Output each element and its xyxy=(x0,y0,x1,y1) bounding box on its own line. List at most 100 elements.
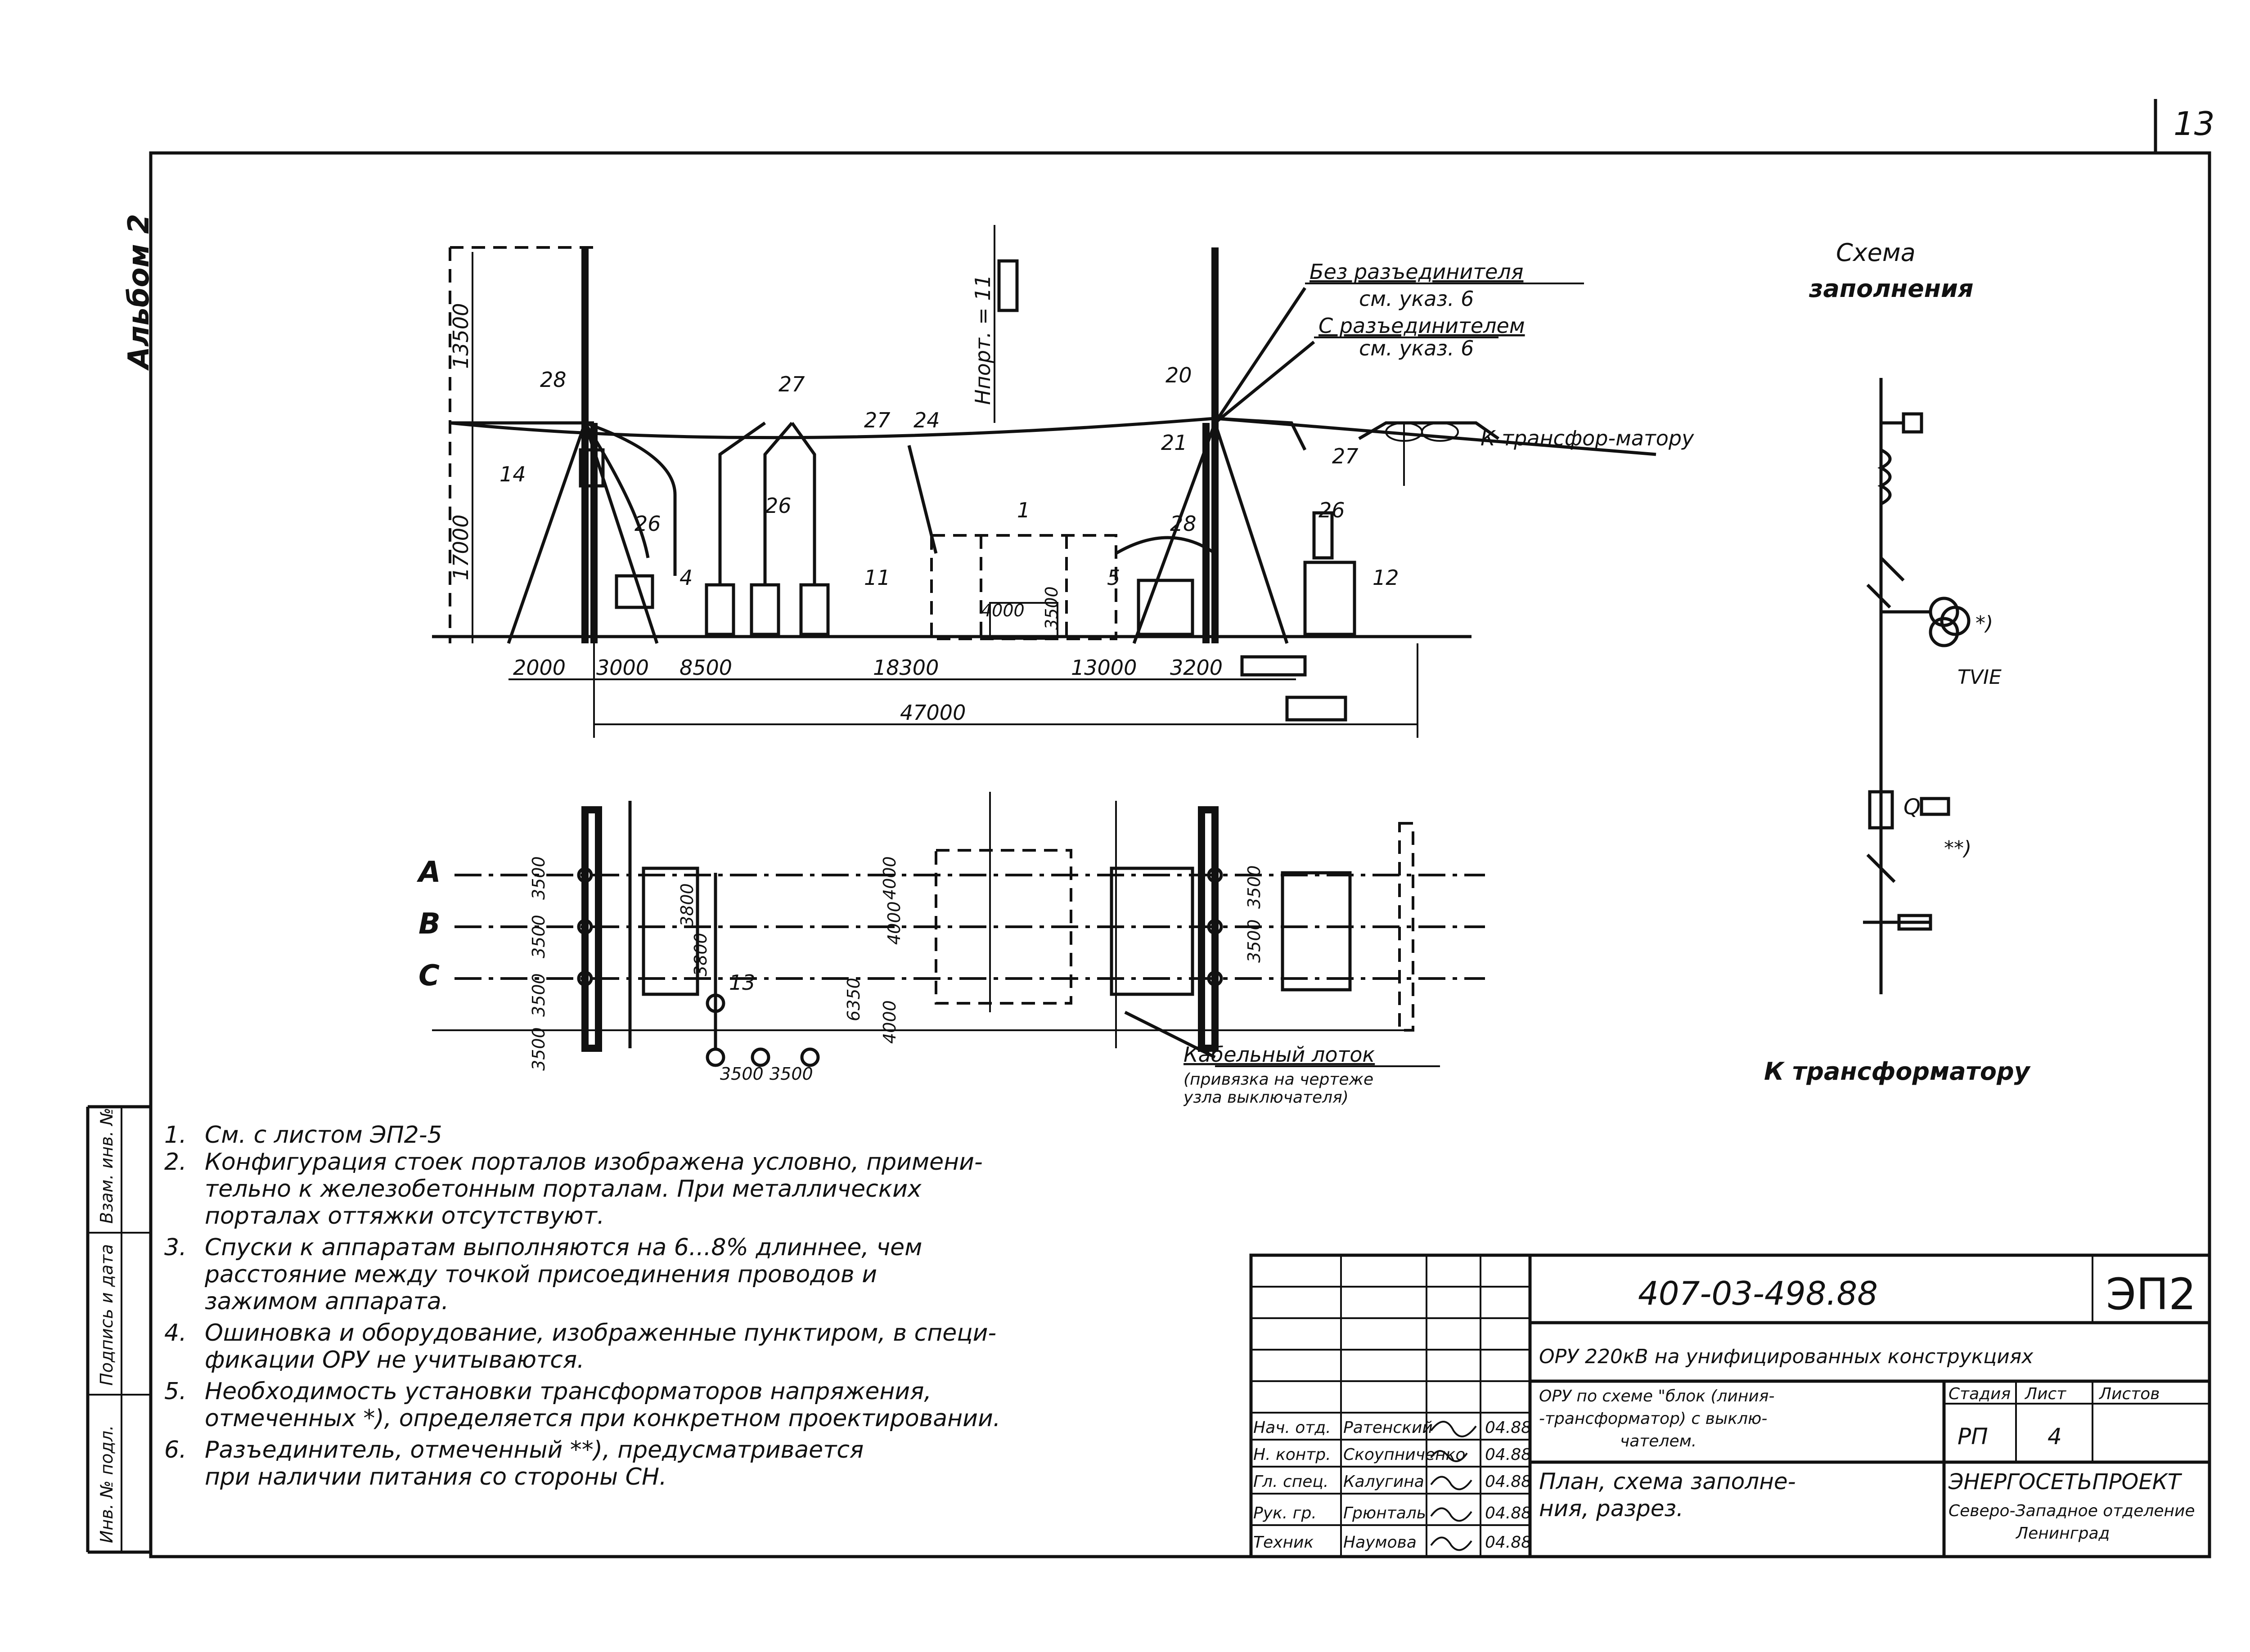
note-without-disconnector: Без разъединителя xyxy=(1310,260,1523,284)
phase-c-label: С xyxy=(418,959,440,992)
dim-inner-4000: 4000 xyxy=(981,601,1025,620)
scheme-title-line1: Схема xyxy=(1836,238,1916,267)
dim-3200: 3200 xyxy=(1170,655,1223,680)
callout-11: 11 xyxy=(864,566,891,590)
org-branch: Северо-Западное отделение xyxy=(1948,1502,2195,1520)
staff-role-3: Гл. спец. xyxy=(1253,1472,1328,1491)
staff-name-3: Калугина xyxy=(1343,1472,1424,1491)
dim-18300: 18300 xyxy=(873,655,939,680)
note-1-num: 1. xyxy=(164,1122,187,1149)
note-2-line-2: тельно к железобетонным порталам. При ме… xyxy=(205,1176,922,1203)
single-line-scheme: Схема заполнения TVIE *) Q **) К трансфо… xyxy=(1764,238,2031,1086)
hport-label: Hпорт. = 11 xyxy=(971,274,995,405)
title-block: Нач. отд. Ратенский 04.88 Н. контр. Скоу… xyxy=(1249,1253,2211,1558)
staff-role-1: Нач. отд. xyxy=(1253,1419,1331,1437)
staff-role-2: Н. контр. xyxy=(1253,1446,1331,1464)
callout-26b: 26 xyxy=(765,494,792,518)
plan-dim-c: 3500 xyxy=(529,973,549,1017)
plan-dim-4000b: 4000 xyxy=(880,856,900,900)
note-6-line-2: при наличии питания со стороны СН. xyxy=(205,1463,667,1490)
dim-13000: 13000 xyxy=(1071,655,1137,680)
sheets-label: Листов xyxy=(2098,1385,2160,1403)
callout-24: 24 xyxy=(914,408,940,432)
signature-3 xyxy=(1430,1476,1472,1490)
tv-mark: *) xyxy=(1976,612,1993,635)
note-4-num: 4. xyxy=(164,1320,187,1347)
note-4-line-2: фикации ОРУ не учитываются. xyxy=(205,1347,585,1374)
scheme-desc-3: чателем. xyxy=(1620,1432,1696,1450)
note-6-num: 6. xyxy=(164,1437,187,1463)
cable-tray-label: Кабельный лоток xyxy=(1184,1042,1375,1067)
callout-28b: 28 xyxy=(1170,512,1197,536)
staff-name-1: Ратенский xyxy=(1343,1419,1433,1437)
callout-5: 5 xyxy=(1107,566,1120,590)
signature-4 xyxy=(1430,1507,1472,1522)
callout-26a: 26 xyxy=(634,512,661,536)
signature-2 xyxy=(1430,1450,1468,1462)
cable-tray-note: (привязка на чертеже узла выключателя) xyxy=(1184,1071,1374,1107)
stamp-inv-label: Инв. № подл. xyxy=(97,1425,117,1543)
drawing-title-1: План, схема заполне- xyxy=(1539,1468,1796,1495)
sheet-frame xyxy=(86,99,2211,1558)
plan-dim-3500r2: 3500 xyxy=(1244,919,1264,963)
note-3-line-3: зажимом аппарата. xyxy=(205,1288,449,1315)
note-2-line-1: Конфигурация стоек порталов изображена у… xyxy=(205,1149,983,1176)
phase-b-label: В xyxy=(418,907,441,941)
dim-height-17000: 17000 xyxy=(449,515,473,580)
plan-dim-4000a: 4000 xyxy=(884,901,904,945)
signature-5 xyxy=(1430,1536,1472,1551)
note-3-num: 3. xyxy=(164,1234,187,1261)
plan-dim-3500b1: 3500 xyxy=(720,1064,764,1084)
doc-code: 407-03-498.88 xyxy=(1638,1275,1878,1312)
callout-27c: 27 xyxy=(1332,444,1359,468)
note-with-ref: см. указ. 6 xyxy=(1359,336,1474,360)
dim-total-47000: 47000 xyxy=(900,700,966,725)
callout-1: 1 xyxy=(1017,498,1030,522)
callout-28: 28 xyxy=(540,368,567,392)
staff-name-4: Грюнталь xyxy=(1343,1504,1426,1522)
drawing-title-2: ния, разрез. xyxy=(1539,1495,1683,1522)
plan-dim-6350: 6350 xyxy=(844,978,864,1021)
callout-4: 4 xyxy=(680,566,693,590)
staff-date-4: 04.88 xyxy=(1485,1504,1531,1522)
staff-name-5: Наумова xyxy=(1343,1533,1417,1552)
plan-view: А В С 3500 3500 3500 xyxy=(416,792,1485,1107)
note-3-line-1: Спуски к аппаратам выполняются на 6...8%… xyxy=(205,1234,922,1261)
stamp-sign-label: Подпись и дата xyxy=(97,1244,117,1386)
plan-dim-3800a: 3800 xyxy=(677,883,697,927)
dim-height-13500: 13500 xyxy=(449,303,473,369)
signature-1 xyxy=(1430,1421,1477,1437)
plan-dim-3500r3: 3500 xyxy=(529,1027,549,1071)
staff-role-5: Техник xyxy=(1253,1533,1314,1552)
staff-date-3: 04.88 xyxy=(1485,1472,1531,1491)
note-4-line-1: Ошиновка и оборудование, изображенные пу… xyxy=(205,1320,996,1347)
scheme-desc-2: -трансформатор) с выклю- xyxy=(1539,1410,1767,1428)
staff-date-5: 04.88 xyxy=(1485,1533,1531,1552)
page-number: 13 xyxy=(2174,105,2215,143)
stage-label: Стадия xyxy=(1948,1385,2011,1403)
callout-21: 21 xyxy=(1161,431,1188,455)
phase-a-label: А xyxy=(416,856,441,889)
note-2-line-3: порталах оттяжки отсутствуют. xyxy=(205,1203,604,1230)
plan-dim-3500b2: 3500 xyxy=(770,1064,813,1084)
sheet-code: ЭП2 xyxy=(2106,1269,2196,1320)
plan-dim-4000c: 4000 xyxy=(880,1000,900,1044)
plan-dim-3800b: 3800 xyxy=(691,933,711,976)
callout-27a: 27 xyxy=(778,372,805,396)
section-view: 13500 17000 4000 3500 Hпорт. = 11 xyxy=(432,225,1694,738)
project-title: ОРУ 220кВ на унифицированных конструкция… xyxy=(1539,1345,2034,1368)
disc-mark: **) xyxy=(1944,837,1971,860)
stamp-replace-label: Взам. инв. № xyxy=(97,1108,117,1224)
note-5-line-1: Необходимость установки трансформаторов … xyxy=(205,1378,932,1405)
note-6-line-1: Разъединитель, отмеченный **), предусмат… xyxy=(205,1437,864,1463)
note-1-line-1: См. с листом ЭП2-5 xyxy=(205,1122,442,1149)
plan-dim-b: 3500 xyxy=(529,915,549,958)
callout-14: 14 xyxy=(500,462,526,486)
notes: 1. См. с листом ЭП2-5 2. Конфигурация ст… xyxy=(164,1122,1000,1490)
plan-callout-13: 13 xyxy=(729,970,756,995)
dim-8500: 8500 xyxy=(680,655,732,680)
dim-2000: 2000 xyxy=(513,655,566,680)
dim-inner-3500: 3500 xyxy=(1042,586,1062,630)
staff-role-4: Рук. гр. xyxy=(1253,1504,1317,1522)
